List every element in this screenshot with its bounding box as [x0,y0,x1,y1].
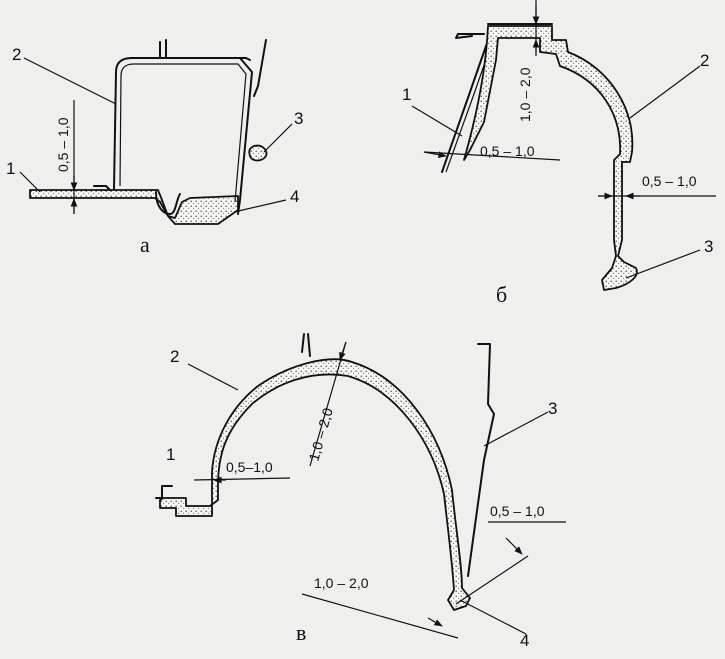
panel-a-leader-2 [23,57,117,105]
panel-a-callout-1: 1 [6,159,15,178]
panel-c-dim1-label: 0,5–1,0 [226,459,273,475]
panel-c-dim3-leader [455,555,529,605]
panel-c-dim3-arrow [505,537,523,555]
panel-a-floor-bump [155,191,181,215]
panel-c-letter: в [296,620,306,645]
panel-a-leader-3 [263,123,293,153]
panel-c-dim2-line [309,341,347,467]
panel-c-leader-3 [483,411,549,447]
panel-c-callout-1: 1 [166,445,175,464]
panel-c: 0,5–1,0 1,0 – 2,0 0,5 – 1,0 1,0 – 2,0 1 … [155,333,566,650]
panel-a-stub [93,185,111,191]
panel-c-leader-4 [459,599,527,635]
panel-c-dim2-arrow [339,341,347,361]
panel-c-dim2-label: 1,0 – 2,0 [306,406,336,463]
panel-c-dim1-line [193,477,291,481]
panel-a-top-flange [159,39,251,61]
panel-c-dim4-line [301,593,459,639]
panel-a-seal [248,144,268,162]
panel-b-callout-2: 2 [700,51,709,70]
panel-b-dim2-label: 0,5 – 1,0 [480,143,535,159]
panel-c-arch-foam [159,358,471,611]
panel-a-callout-2: 2 [12,45,21,64]
panel-a-floor-foam [29,189,239,225]
panel-c-leader-2 [187,363,239,391]
panel-b-foam-body [463,25,638,291]
panel-a-leader-4 [233,199,287,213]
panel-c-rim [155,485,173,499]
panel-b-callout-1: 1 [402,85,411,104]
panel-a-dim-label: 0,5 – 1,0 [55,117,71,172]
panel-a-body-outline [113,57,253,215]
panel-b-dim3-label: 0,5 – 1,0 [642,173,697,189]
panel-b-leader-2 [629,65,701,119]
panel-c-dim4-arrow [427,617,443,627]
panel-b-clip [455,33,485,39]
panel-c-callout-2: 2 [170,347,179,366]
panel-a-body-inner [119,63,247,203]
panel-b-dim1-label: 1,0 – 2,0 [517,67,533,122]
panel-c-callout-3: 3 [548,399,557,418]
panel-b-callout-3: 3 [704,237,713,256]
panel-b: 1,0 – 2,0 0,5 – 1,0 0,5 – 1,0 1 2 3 б [402,0,716,307]
panel-c-dim3-label: 0,5 – 1,0 [490,503,545,519]
panel-a-letter: а [140,232,150,257]
panel-b-dim2-arrow [423,151,447,158]
panel-b-leader-3 [625,249,701,279]
panel-c-top-spike [301,333,311,357]
panel-c-dim4-label: 1,0 – 2,0 [314,575,369,591]
panel-b-letter: б [496,282,507,307]
panel-a-pillar [253,39,267,97]
panel-a: 0,5 – 1,0 1 2 3 4 а [6,39,303,257]
panel-a-callout-3: 3 [294,109,303,128]
panel-c-pillar [467,343,495,577]
panel-b-leader-1 [411,105,463,137]
panel-a-leader-1 [19,171,41,193]
panel-a-callout-4: 4 [290,187,299,206]
panel-c-callout-4: 4 [520,631,529,650]
